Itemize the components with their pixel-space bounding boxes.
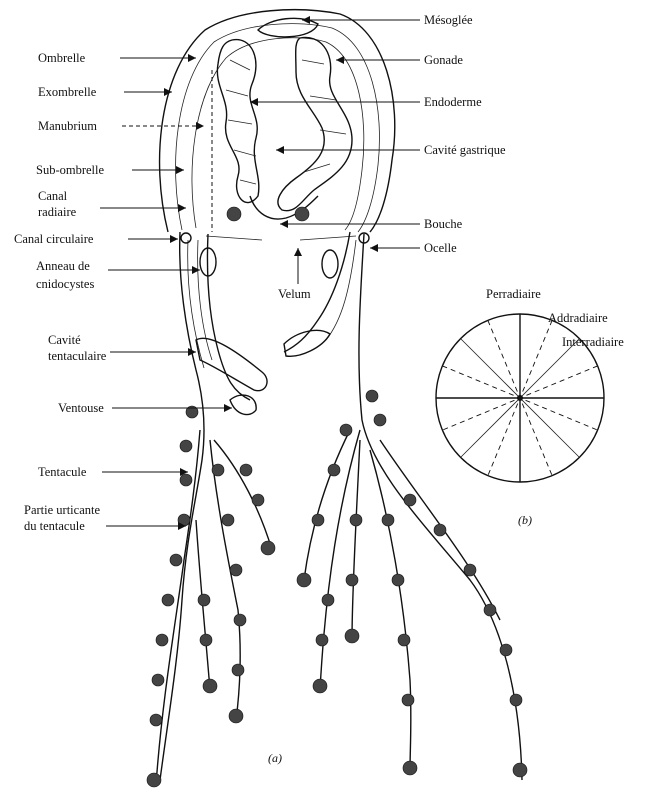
- tentacles: [156, 430, 500, 785]
- label-cavite-tentaculaire-2: tentaculaire: [48, 349, 107, 363]
- label-canal-circulaire: Canal circulaire: [14, 232, 94, 246]
- label-partie-urticante-2: du tentacule: [24, 519, 85, 533]
- label-interradiaire: Interradiaire: [562, 335, 624, 349]
- label-tentacule: Tentacule: [38, 465, 87, 479]
- label-anneau-cnidocystes-1: Anneau de: [36, 259, 90, 273]
- label-perradiaire: Perradiaire: [486, 287, 541, 301]
- label-cavite-gastrique: Cavité gastrique: [424, 143, 506, 157]
- label-ventouse: Ventouse: [58, 401, 104, 415]
- label-manubrium: Manubrium: [38, 119, 97, 133]
- label-gonade: Gonade: [424, 53, 463, 67]
- label-velum: Velum: [278, 287, 311, 301]
- label-anneau-cnidocystes-2: cnidocystes: [36, 277, 94, 291]
- symmetry-diagram: Perradiaire Addradiaire Interradiaire (b…: [436, 287, 624, 527]
- radial-canal-left: [160, 232, 204, 780]
- caption-a: (a): [268, 751, 282, 765]
- cnidocyst-ring-right: [322, 250, 338, 278]
- ventouse: [230, 395, 256, 415]
- ocelle-left: [181, 233, 191, 243]
- label-ombrelle: Ombrelle: [38, 51, 86, 65]
- label-partie-urticante-1: Partie urticante: [24, 503, 100, 517]
- caption-b: (b): [518, 513, 532, 527]
- label-canal-radiaire-2: radiaire: [38, 205, 77, 219]
- stinging-batteries: [147, 207, 527, 787]
- label-addradiaire: Addradiaire: [548, 311, 608, 325]
- gonad-right: [278, 37, 352, 210]
- label-bouche: Bouche: [424, 217, 463, 231]
- label-canal-radiaire-1: Canal: [38, 189, 68, 203]
- arrowheads: [164, 16, 378, 530]
- label-sub-ombrelle: Sub-ombrelle: [36, 163, 104, 177]
- right-labels: Mésoglée Gonade Endoderme Cavité gastriq…: [250, 13, 506, 301]
- left-labels: Ombrelle Exombrelle Manubrium Sub-ombrel…: [14, 51, 232, 533]
- label-endoderme: Endoderme: [424, 95, 482, 109]
- exumbrella-outline: [160, 10, 395, 232]
- velum: [206, 236, 356, 240]
- label-ocelle: Ocelle: [424, 241, 457, 255]
- label-exombrelle: Exombrelle: [38, 85, 97, 99]
- label-cavite-tentaculaire-1: Cavité: [48, 333, 81, 347]
- label-mesoglee: Mésoglée: [424, 13, 473, 27]
